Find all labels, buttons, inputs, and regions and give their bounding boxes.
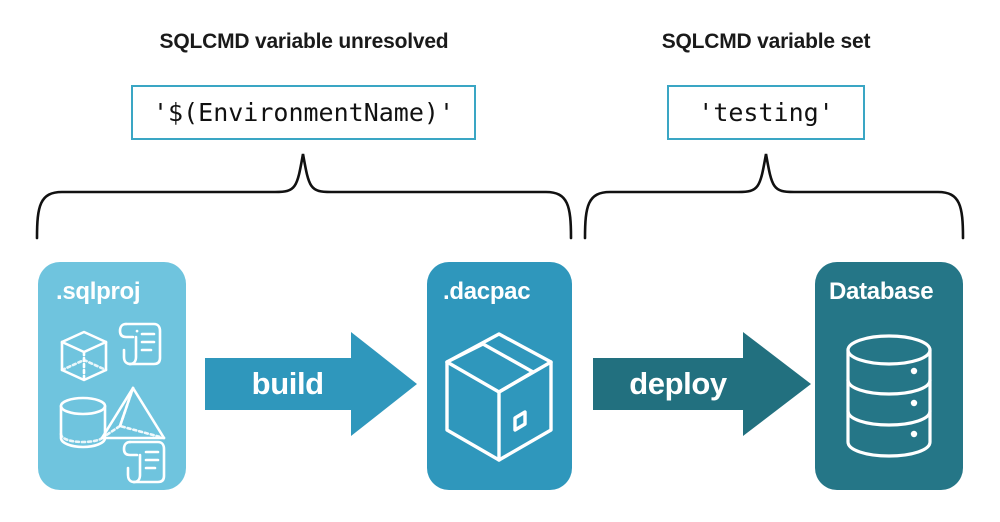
- arrow-build: build: [205, 332, 417, 436]
- brace-right-icon: [583, 153, 965, 240]
- artifact-box-sqlproj: .sqlproj: [38, 262, 186, 490]
- script-scroll-icon: [122, 440, 166, 484]
- heading-sqlcmd-set: SQLCMD variable set: [661, 30, 871, 53]
- heading-sqlcmd-unresolved: SQLCMD variable unresolved: [159, 30, 449, 53]
- arrow-build-shape: [205, 332, 417, 436]
- artifact-box-dacpac: .dacpac: [427, 262, 572, 490]
- code-box-environment-name: '$(EnvironmentName)': [131, 85, 476, 140]
- brace-group: [35, 153, 965, 240]
- sqlproj-icon-cluster: [38, 314, 186, 490]
- pyramid-icon: [100, 386, 166, 440]
- artifact-box-database: Database: [815, 262, 963, 490]
- artifact-label-sqlproj: .sqlproj: [56, 278, 141, 305]
- script-scroll-icon: [118, 322, 162, 366]
- dacpac-icon-cluster: [427, 314, 572, 490]
- code-box-testing: 'testing': [667, 85, 865, 140]
- artifact-label-database: Database: [829, 278, 934, 305]
- package-box-icon: [445, 332, 553, 462]
- cylinder-icon: [59, 396, 107, 449]
- arrow-deploy-shape: [593, 332, 811, 436]
- artifact-label-dacpac: .dacpac: [443, 278, 531, 305]
- arrow-deploy: deploy: [593, 332, 811, 436]
- cube-icon: [60, 330, 108, 382]
- database-cylinder-icon: [846, 334, 932, 458]
- brace-left-icon: [35, 153, 573, 240]
- database-icon-cluster: [815, 314, 963, 490]
